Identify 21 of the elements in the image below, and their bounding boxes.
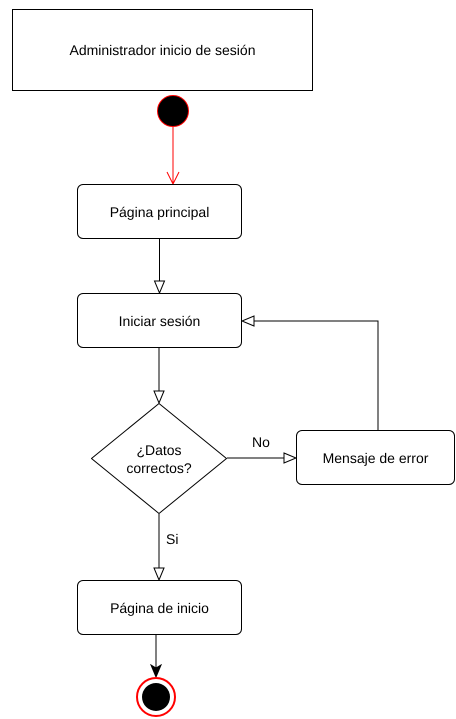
arrow [242,316,378,430]
arrow [154,514,164,580]
edge-label: Si [166,531,178,547]
node-label: Página principal [110,202,210,220]
process-box [77,184,242,239]
arrow [154,348,164,404]
arrow [226,452,296,464]
node-label: Mensaje de error [322,448,428,466]
process-box [77,580,242,635]
process-box [296,430,455,485]
node-label: ¿Datos correctos? [125,440,193,476]
edge-label: No [252,434,270,450]
node-label: Página de inicio [110,598,209,616]
process-box [77,293,242,348]
arrow [166,126,180,184]
node-label: Iniciar sesión [118,312,200,330]
node-label: Administrador inicio de sesión [70,41,256,59]
decision-diamond [91,403,227,514]
title-box [12,9,313,91]
arrow [154,238,165,294]
arrow [150,634,162,678]
